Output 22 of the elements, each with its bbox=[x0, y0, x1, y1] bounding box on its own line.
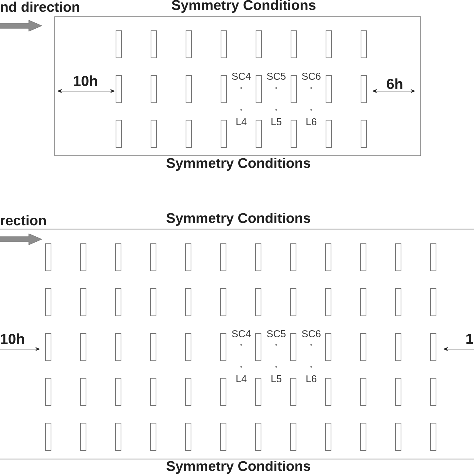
distance-label: 10h bbox=[74, 76, 98, 86]
boundary-label: Symmetry Conditions bbox=[166, 460, 310, 474]
point-label: SC4 bbox=[232, 72, 251, 80]
point-label: SC5 bbox=[267, 330, 286, 338]
point-label: L6 bbox=[306, 118, 317, 126]
point-label: L4 bbox=[236, 376, 247, 382]
point-label: SC6 bbox=[302, 72, 321, 80]
point-label: SC5 bbox=[267, 72, 286, 80]
point-label: SC4 bbox=[232, 330, 251, 338]
direction-label: rection bbox=[1, 215, 46, 226]
point-label: L5 bbox=[272, 376, 282, 382]
distance-label: 10h bbox=[1, 334, 24, 344]
direction-label: nd direction bbox=[1, 2, 80, 12]
point-label: L4 bbox=[236, 118, 247, 126]
point-label: L6 bbox=[306, 375, 317, 383]
boundary-label: Symmetry Conditions bbox=[166, 212, 310, 226]
boundary-label: Symmetry Conditions bbox=[166, 158, 310, 172]
point-label: SC6 bbox=[302, 330, 321, 338]
point-label: L5 bbox=[272, 118, 282, 126]
boundary-label: Symmetry Conditions bbox=[172, 0, 316, 14]
distance-label: 1 bbox=[466, 334, 474, 344]
distance-label: 6h bbox=[387, 78, 403, 90]
